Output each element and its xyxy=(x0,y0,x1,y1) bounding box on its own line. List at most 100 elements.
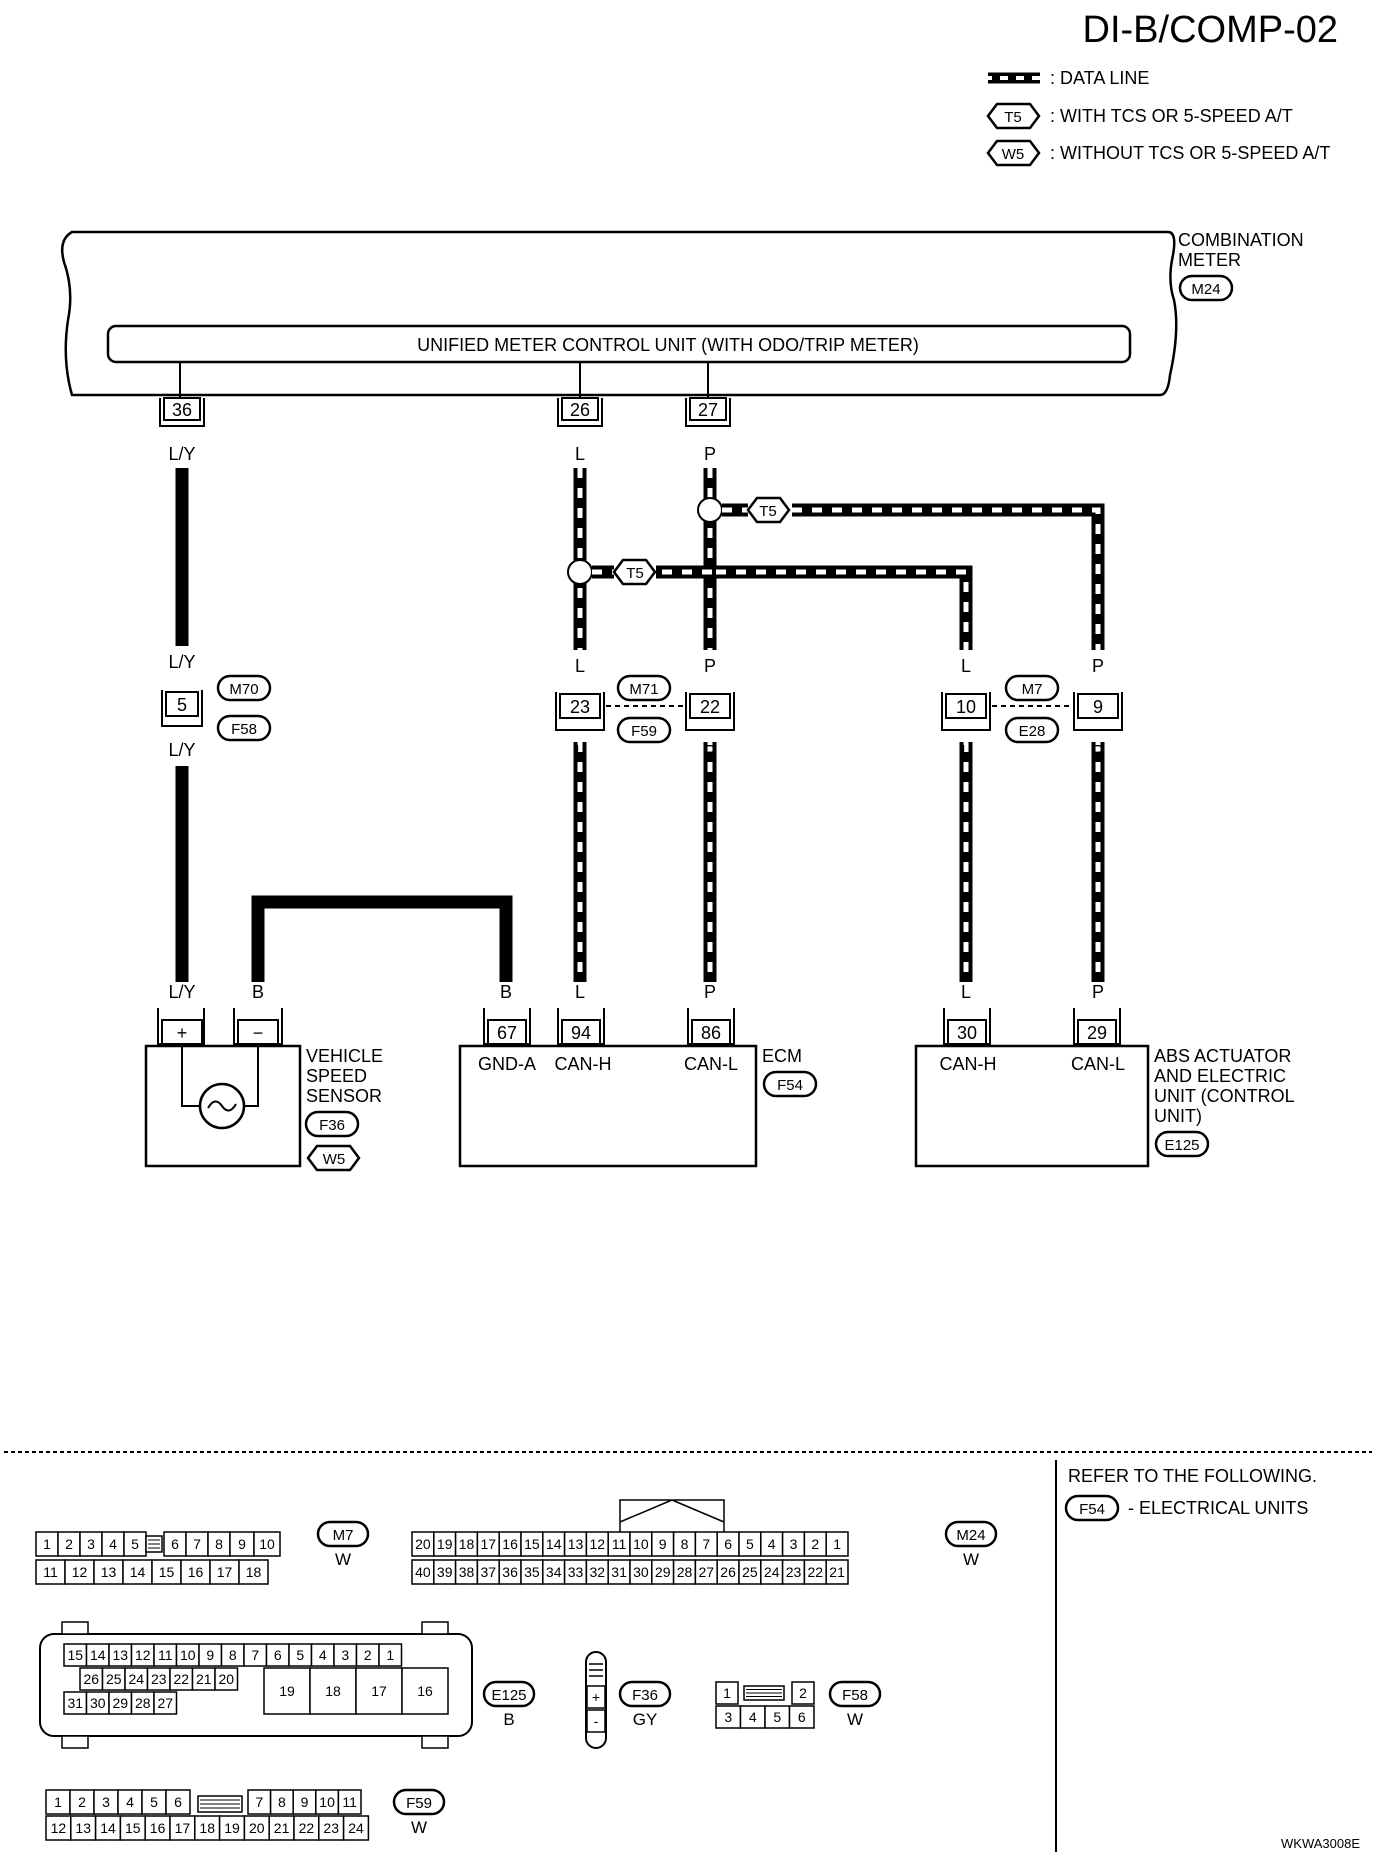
splice-p: T5 xyxy=(697,496,791,524)
svg-text:23: 23 xyxy=(151,1671,167,1687)
svg-text:18: 18 xyxy=(246,1564,262,1580)
pin-f58-6: 6 xyxy=(788,1705,815,1729)
pin-e125-5: 5 xyxy=(288,1643,313,1667)
pin-m7-15: 15 xyxy=(151,1559,182,1585)
pin-m24-5: 5 xyxy=(738,1531,762,1557)
connector-name-m7: M7 xyxy=(333,1527,354,1544)
svg-text:30: 30 xyxy=(633,1564,649,1580)
connector-name-f58: F58 xyxy=(842,1687,868,1704)
pin-m24-6: 6 xyxy=(716,1531,740,1557)
pin-m7-8: 8 xyxy=(207,1531,231,1557)
pin-m24-7: 7 xyxy=(694,1531,718,1557)
pin-m24-36: 36 xyxy=(498,1559,522,1585)
pin-e125-9: 9 xyxy=(198,1643,223,1667)
svg-text:25: 25 xyxy=(106,1671,122,1687)
refer-tag-box xyxy=(1064,1494,1120,1522)
svg-text:16: 16 xyxy=(150,1820,166,1836)
pin-e125-27: 27 xyxy=(153,1691,178,1715)
pin-m24-22: 22 xyxy=(803,1559,827,1585)
svg-text:37: 37 xyxy=(481,1564,497,1580)
pin-m7-3: 3 xyxy=(79,1531,103,1557)
legend-data-line-text: : DATA LINE xyxy=(1050,68,1149,88)
svg-text:22: 22 xyxy=(299,1820,315,1836)
svg-text:−: − xyxy=(253,1023,264,1043)
svg-text:33: 33 xyxy=(568,1564,584,1580)
svg-text:12: 12 xyxy=(590,1536,606,1552)
pin-m24-15: 15 xyxy=(520,1531,544,1557)
svg-text:18: 18 xyxy=(459,1536,475,1552)
connector-color-f36: GY xyxy=(633,1710,658,1729)
svg-text:27: 27 xyxy=(698,400,718,420)
svg-text:15: 15 xyxy=(67,1647,83,1663)
svg-text:F54: F54 xyxy=(777,1077,803,1094)
pin-m24-18: 18 xyxy=(454,1531,479,1557)
svg-text:6: 6 xyxy=(174,1794,182,1810)
pin-e125-28: 28 xyxy=(130,1691,155,1715)
svg-text:17: 17 xyxy=(371,1683,387,1699)
pin-f36-plus: + xyxy=(586,1685,606,1709)
pin-m24-17: 17 xyxy=(476,1531,500,1557)
pin-m7-18: 18 xyxy=(238,1559,269,1585)
abs-label-1: ABS ACTUATOR xyxy=(1154,1046,1291,1066)
svg-text:24: 24 xyxy=(764,1564,780,1580)
svg-text:E125: E125 xyxy=(1164,1137,1199,1154)
svg-text:3: 3 xyxy=(102,1794,110,1810)
svg-text:5: 5 xyxy=(296,1647,304,1663)
pin-f59-3: 3 xyxy=(93,1789,119,1815)
svg-text:8: 8 xyxy=(278,1794,286,1810)
pin-e125-11: 11 xyxy=(153,1643,178,1667)
pin-m7-1: 1 xyxy=(35,1531,59,1557)
svg-text:19: 19 xyxy=(437,1536,453,1552)
pin-m7-17: 17 xyxy=(209,1559,240,1585)
svg-text:+: + xyxy=(177,1023,188,1043)
connector-name-f36: F36 xyxy=(632,1687,658,1704)
svg-text:1: 1 xyxy=(723,1685,731,1701)
pin-f59-16: 16 xyxy=(144,1815,171,1841)
pin-m7-14: 14 xyxy=(122,1559,153,1585)
svg-text:2: 2 xyxy=(65,1536,73,1552)
pin-m7-2: 2 xyxy=(57,1531,81,1557)
svg-text:11: 11 xyxy=(612,1536,627,1552)
svg-text:6: 6 xyxy=(724,1536,732,1552)
pin-e125-23: 23 xyxy=(146,1667,171,1691)
svg-text:T5: T5 xyxy=(1004,109,1022,126)
svg-text:-: - xyxy=(594,1713,599,1729)
wire-label-ly-1: L/Y xyxy=(168,444,195,464)
ecm-gnd-label: GND-A xyxy=(478,1054,536,1074)
svg-text:23: 23 xyxy=(323,1820,339,1836)
svg-text:5: 5 xyxy=(773,1709,781,1725)
connector-color-f58: W xyxy=(847,1710,863,1729)
svg-text:11: 11 xyxy=(43,1564,58,1580)
ecm-canl-label: CAN-L xyxy=(684,1054,738,1074)
ecm: 67 94 86 GND-A CAN-H CAN-L ECM F54 xyxy=(458,1008,818,1168)
svg-text:1: 1 xyxy=(43,1536,51,1552)
meter-pin-36: 36 xyxy=(159,362,205,427)
pin-m24-8: 8 xyxy=(672,1531,697,1557)
svg-text:13: 13 xyxy=(112,1647,128,1663)
svg-text:24: 24 xyxy=(348,1820,364,1836)
svg-text:10: 10 xyxy=(956,697,976,717)
pin-e125-20: 20 xyxy=(214,1667,239,1691)
svg-text:16: 16 xyxy=(417,1683,433,1699)
wire-label-p-3: P xyxy=(704,742,716,762)
svg-text:67: 67 xyxy=(497,1023,517,1043)
pin-e125-3: 3 xyxy=(333,1643,358,1667)
pin-f59-17: 17 xyxy=(169,1815,196,1841)
svg-text:28: 28 xyxy=(677,1564,693,1580)
svg-text:+: + xyxy=(592,1689,600,1705)
pin-m7-13: 13 xyxy=(93,1559,124,1585)
pin-e125-30: 30 xyxy=(85,1691,110,1715)
svg-text:40: 40 xyxy=(415,1564,431,1580)
svg-text:20: 20 xyxy=(218,1671,234,1687)
svg-text:7: 7 xyxy=(251,1647,259,1663)
pin-f59-4: 4 xyxy=(117,1789,143,1815)
pin-e125-7: 7 xyxy=(243,1643,268,1667)
svg-text:9: 9 xyxy=(238,1536,246,1552)
pin-m24-11: 11 xyxy=(607,1531,631,1557)
pin-m7-9: 9 xyxy=(229,1531,255,1557)
svg-text:10: 10 xyxy=(319,1794,335,1810)
vss-label-1: VEHICLE xyxy=(306,1046,383,1066)
svg-text:36: 36 xyxy=(172,400,192,420)
svg-text:19: 19 xyxy=(224,1820,240,1836)
legend-w5-tag: W5 xyxy=(986,139,1041,167)
